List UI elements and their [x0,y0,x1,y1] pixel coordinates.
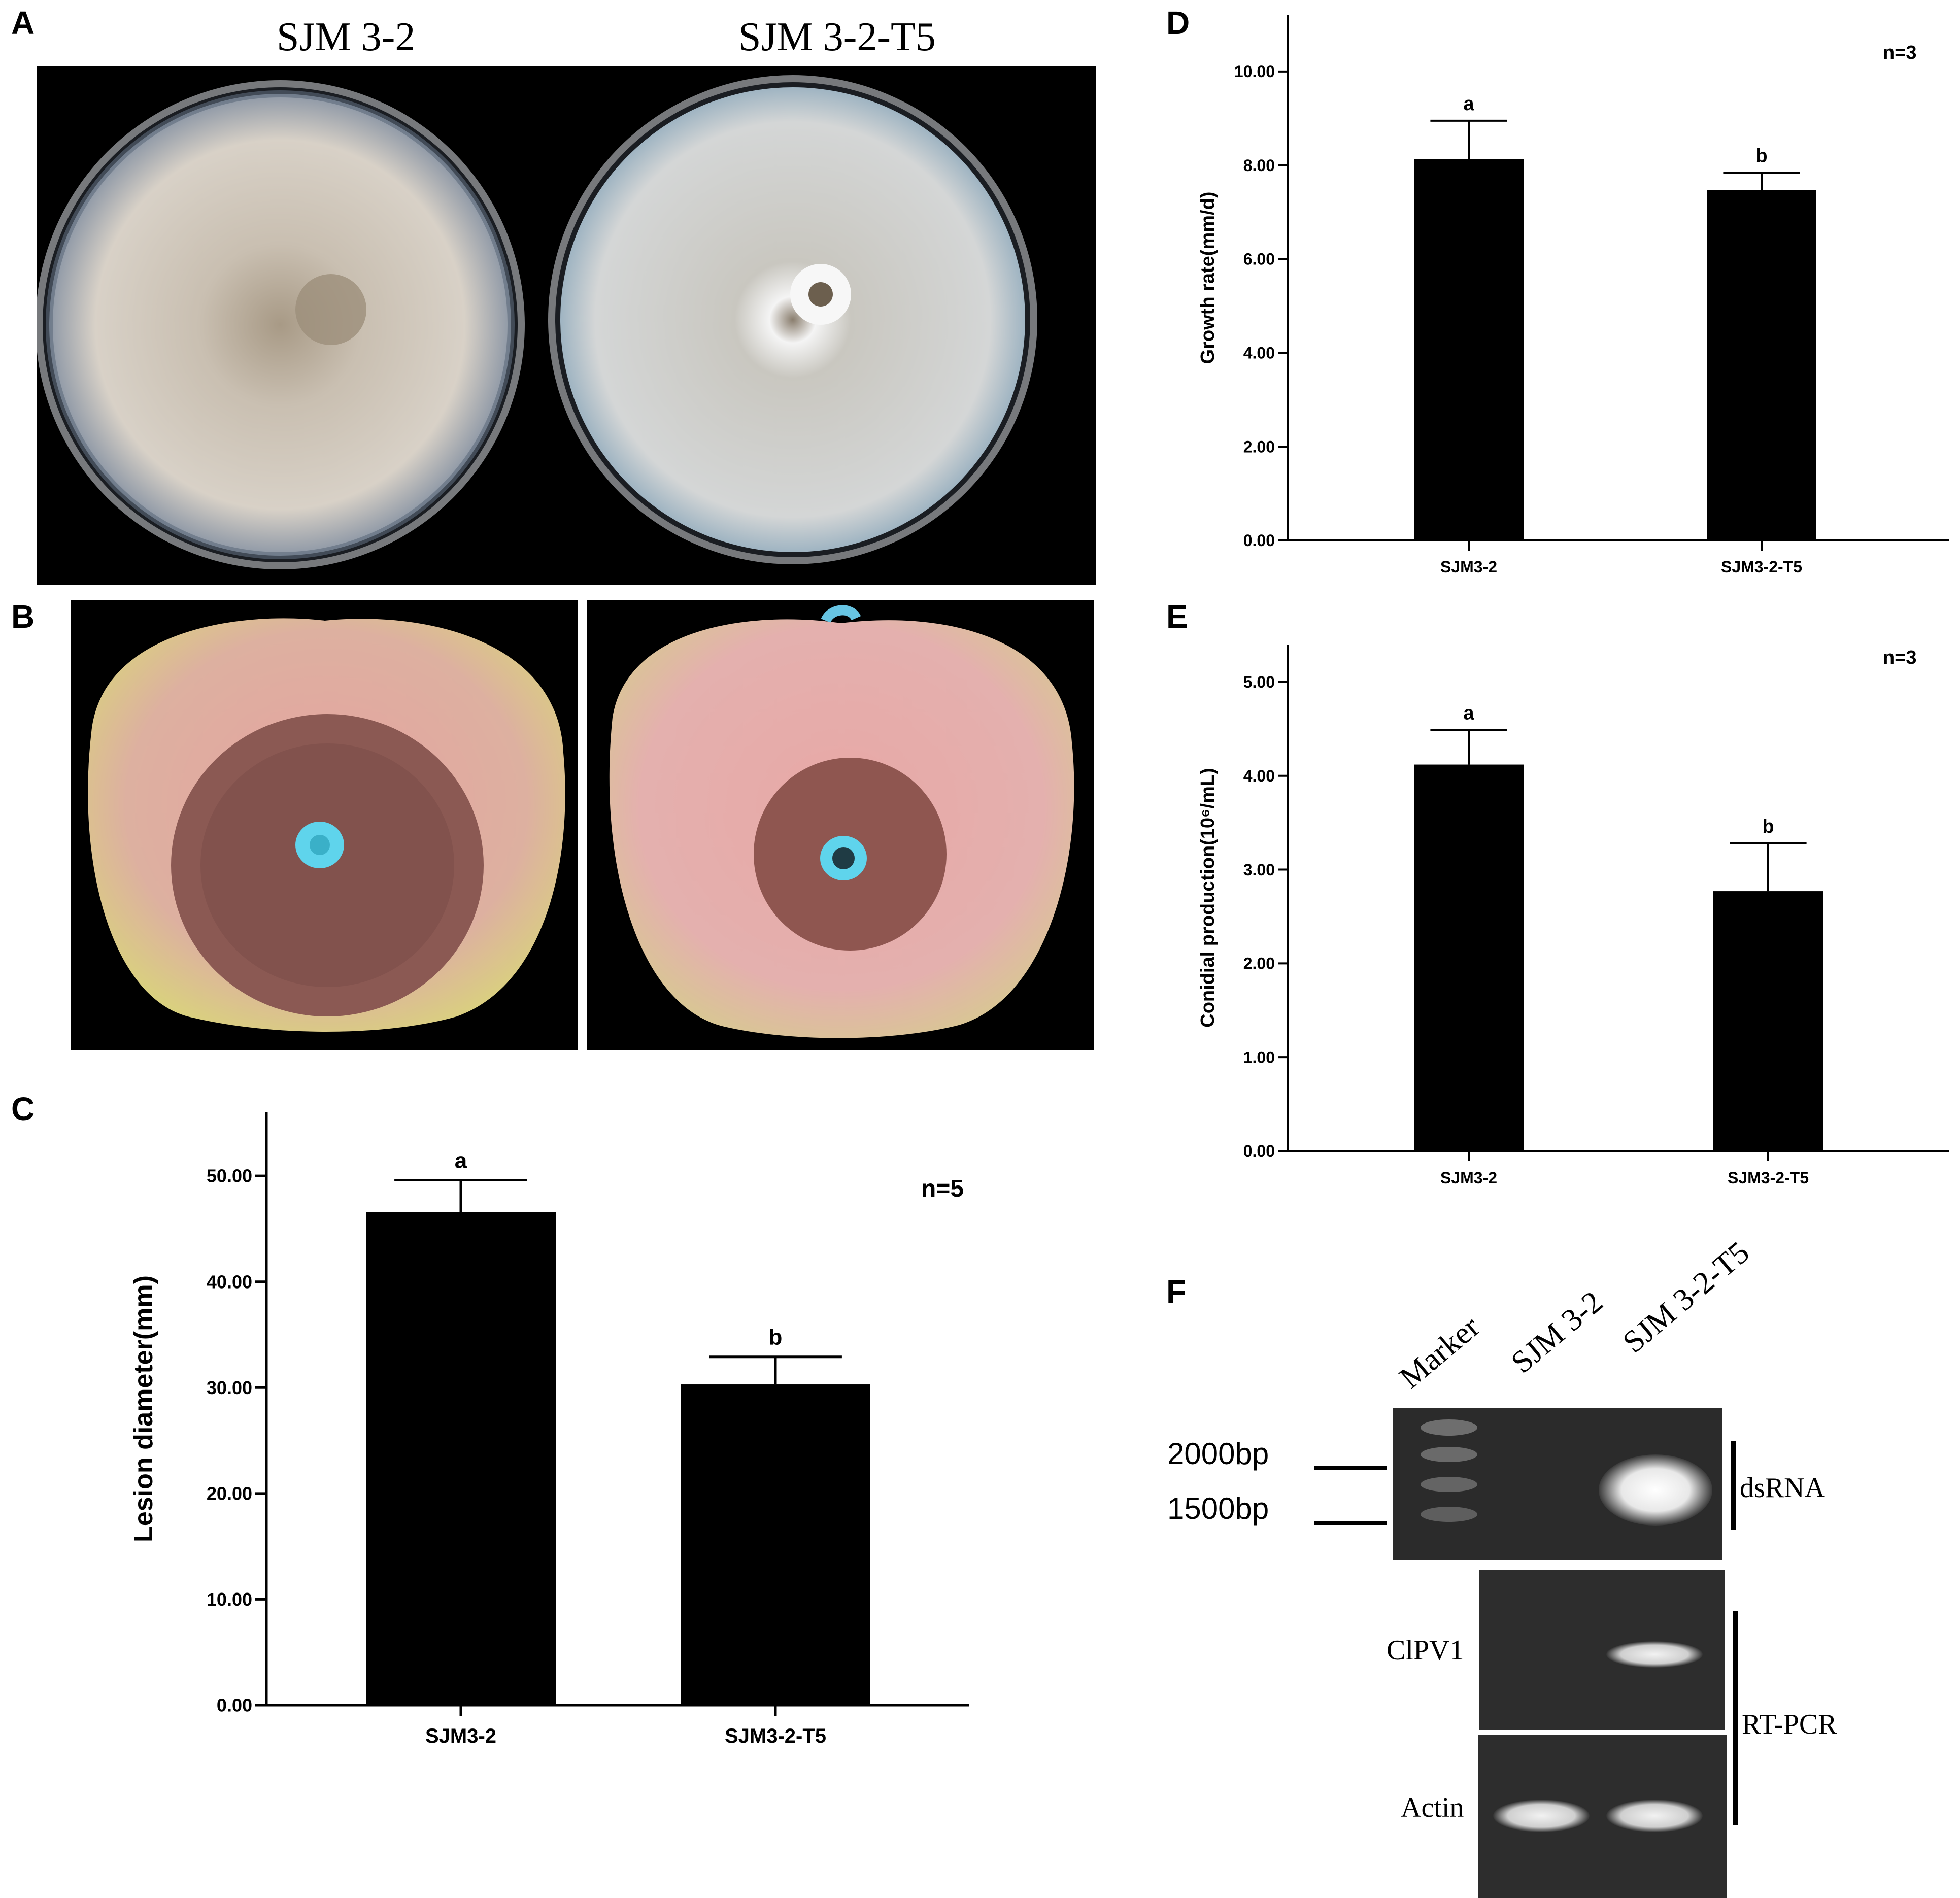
row-label-clpv1: ClPV1 [1387,1635,1464,1666]
panel-letter-b: B [11,598,35,635]
x-tick-label: SJM3-2 [425,1725,496,1747]
x-tick-label: SJM3-2 [1440,558,1497,576]
marker-label-2000bp: 2000bp [1167,1437,1269,1471]
significance-letter: b [1762,816,1774,837]
sample-size-label: n=3 [1883,42,1917,63]
y-axis-label: Growth rate(mm/d) [1197,192,1219,364]
bar-sjm3-2-t5 [681,1384,870,1705]
x-tick-label: SJM3-2-T5 [725,1725,826,1747]
plate-label-sjm3-2: SJM 3-2 [277,15,416,59]
y-axis-label: Conidial production(10⁶/mL) [1197,768,1219,1027]
plate-label-sjm3-2-t5: SJM 3-2-T5 [738,15,936,59]
apple-photo-sjm3-2 [71,600,578,1050]
y-tick-label: 0.00 [217,1695,252,1716]
y-tick-label: 1.00 [1243,1048,1275,1066]
y-tick-label: 6.00 [1243,250,1275,268]
bar-sjm3-2 [1414,764,1524,1151]
x-tick-label: SJM3-2-T5 [1721,558,1802,576]
bar-sjm3-2-t5 [1707,190,1816,540]
panel-letter-d: D [1166,5,1190,41]
y-axis-label: Lesion diameter(mm) [129,1275,158,1542]
row-label-actin: Actin [1401,1792,1464,1823]
panel-letter-e: E [1166,598,1188,635]
significance-letter: a [455,1148,467,1173]
marker-label-1500bp: 1500bp [1167,1492,1269,1526]
y-tick-label: 4.00 [1243,767,1275,785]
significance-letter: b [1755,146,1767,167]
gel-actin [1478,1735,1727,1898]
y-tick-label: 8.00 [1243,156,1275,175]
apple-photo-sjm3-2-t5 [587,600,1094,1050]
significance-letter: a [1463,93,1474,115]
plate-sjm3-2-t5 [548,75,1037,564]
y-tick-label: 40.00 [207,1271,252,1292]
panel-letter-a: A [11,5,35,41]
y-tick-label: 0.00 [1243,1142,1275,1160]
y-tick-label: 2.00 [1243,955,1275,973]
y-tick-label: 30.00 [207,1377,252,1398]
y-tick-label: 20.00 [207,1483,252,1504]
gel-dsrna [1390,1405,1726,1563]
y-tick-label: 0.00 [1243,531,1275,550]
y-tick-label: 2.00 [1243,437,1275,456]
y-tick-label: 3.00 [1243,861,1275,879]
bar-sjm3-2-t5 [1713,891,1823,1151]
sample-size-label: n=5 [921,1175,964,1202]
culture-plates-photo [37,66,1096,585]
x-tick-label: SJM3-2 [1440,1169,1497,1187]
bracket-label-dsrna: dsRNA [1740,1472,1826,1504]
y-tick-label: 10.00 [207,1589,252,1610]
y-tick-label: 4.00 [1243,344,1275,362]
bar-sjm3-2 [1414,159,1524,540]
panel-letter-c: C [11,1091,35,1127]
panel-letter-f: F [1166,1273,1187,1310]
bracket-label-rt-pcr: RT-PCR [1742,1709,1837,1740]
sample-size-label: n=3 [1883,647,1917,668]
y-tick-label: 5.00 [1243,673,1275,691]
significance-letter: b [769,1325,783,1350]
gel-clpv1 [1476,1567,1728,1733]
bar-sjm3-2 [366,1212,556,1705]
y-tick-label: 50.00 [207,1166,252,1187]
plate-sjm3-2 [37,80,525,569]
significance-letter: a [1463,702,1474,724]
x-tick-label: SJM3-2-T5 [1728,1169,1809,1187]
y-tick-label: 10.00 [1234,62,1275,81]
